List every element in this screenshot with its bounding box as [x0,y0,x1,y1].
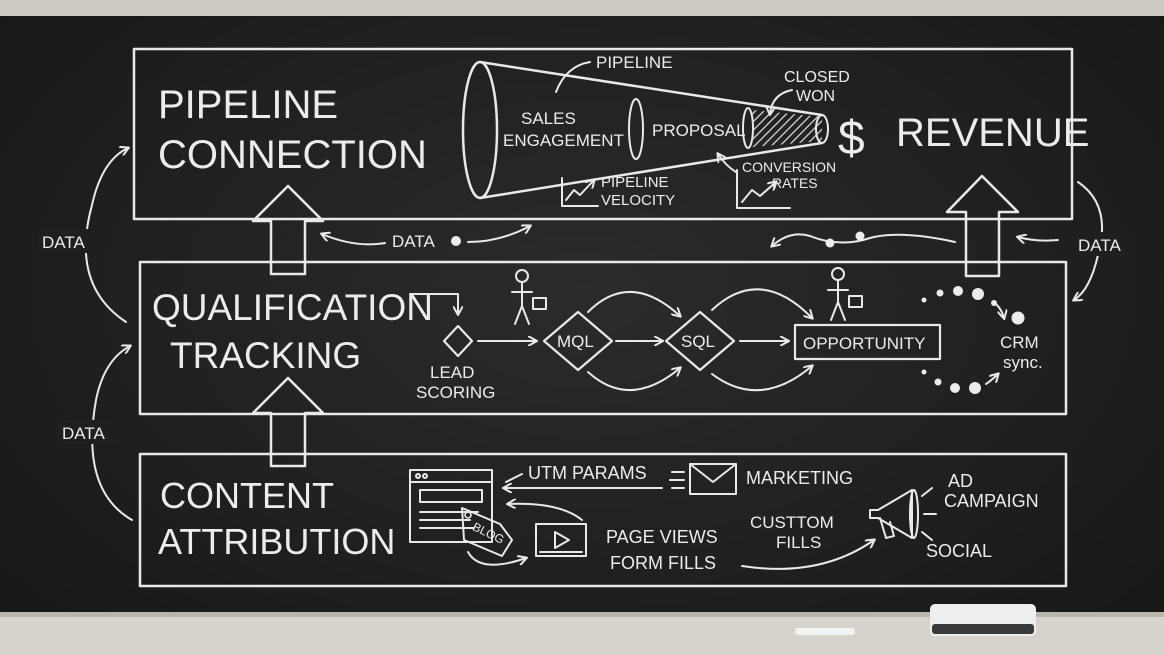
data-loop-left-top [84,148,128,323]
pipeline-velocity-line2: VELOCITY [601,192,675,209]
blog-to-video-arrow [467,551,526,566]
salesperson-icon-left [511,269,547,325]
mql-label: MQL [557,332,594,351]
qualification-title-line2: TRACKING [170,335,361,376]
utm-params-label: UTM PARAMS [528,463,647,483]
conversion-rates-line1: CONVERSION [742,159,836,175]
conversion-pointer [718,154,737,173]
data-loop-left-bottom [91,346,133,521]
ad-campaign-line2: CAMPAIGN [944,491,1039,511]
data-label-bg-left-top [38,229,98,253]
content-title-line1: CONTENT [160,475,334,516]
opportunity-label: OPPORTUNITY [803,334,925,353]
pipeline-section-box [132,47,1074,221]
dollar-icon: $ [838,112,865,165]
mql-diamond [542,310,614,372]
qualification-title-line1: QUALIFICATION [152,287,433,328]
revenue-label: REVENUE [896,111,1089,155]
lead-scoring-diamond [442,324,474,358]
webpage-icon [409,469,493,543]
custom-fills-line2: FILLS [776,533,821,552]
opportunity-box [793,323,942,361]
stage-sales-engagement-line1: SALES [521,109,576,128]
form-fills-label: FORM FILLS [610,553,716,573]
envelope-icon [689,463,737,495]
wave-dot-1 [825,238,835,248]
sql-diamond [664,310,736,372]
data-label-left-bottom: DATA [62,424,105,443]
pipeline-velocity-chart-icon [561,177,599,207]
page-views-label: PAGE VIEWS [606,527,718,547]
pipeline-title-line1: PIPELINE [158,83,338,127]
stage-sales-engagement-line2: ENGAGEMENT [503,131,624,150]
chalk-tray-edge [0,612,1164,617]
data-dot [451,236,461,246]
lead-scoring-line2: SCORING [416,383,495,402]
up-arrow-content-to-qualification [251,376,325,468]
data-flow-arrow-right [467,226,530,243]
video-icon [535,523,587,557]
sql-opp-arc-top [711,288,812,318]
data-right-inflow-arrow [1018,237,1059,241]
mql-sql-arc-bottom [587,368,680,392]
stage-proposal: PROPOSAL [652,121,746,140]
utm-arrow-stub [505,473,523,483]
crm-sync-cycle-icon [921,286,1025,394]
page-views-arrow [508,504,583,521]
pipeline-label: PIPELINE [596,53,673,72]
crm-sync-line1: CRM [1000,333,1039,352]
mql-sql-arc-top [587,291,680,316]
conversion-rates-line2: RATES [772,175,818,191]
lead-scoring-line1: LEAD [430,363,474,382]
social-label: SOCIAL [926,541,992,561]
sql-label: SQL [681,332,715,351]
data-label-bg-right [1074,232,1138,256]
custom-fills-line1: CUSTTOM [750,513,834,532]
pipeline-title-line2: CONNECTION [158,133,427,177]
blog-tag-icon: BLOG [461,507,513,557]
chalk-stick [795,628,855,635]
closed-won-line1: CLOSED [784,69,850,86]
data-label-left-top: DATA [42,233,85,252]
crm-sync-line2: sync. [1003,353,1043,372]
conversion-rates-chart-icon [736,169,791,209]
pipeline-velocity-line1: PIPELINE [601,174,669,191]
eraser-felt [932,624,1034,634]
sales-funnel [461,60,829,200]
content-section-box [138,452,1068,588]
megaphone-icon [869,487,937,541]
data-label-bg-left-bottom [58,420,120,444]
revenue-data-wave-arrow [772,233,956,246]
board-frame-top [0,0,1164,16]
pipeline-label-pointer [555,61,591,93]
closed-won-line2: WON [796,88,835,105]
title-to-lead-arrow [409,293,458,314]
custom-to-megaphone-arrow [741,540,874,570]
marketing-label: MARKETING [746,468,853,488]
wave-dot-2 [855,231,865,241]
data-label-right: DATA [1078,236,1121,255]
qualification-section-box [138,260,1068,416]
data-label-middle: DATA [392,232,435,251]
content-title-line2: ATTRIBUTION [158,521,395,562]
up-arrow-qualification-to-pipeline [251,184,325,276]
data-flow-arrow-left [322,234,386,246]
up-arrow-to-revenue [945,174,1020,278]
sql-opp-arc-bottom [711,366,812,392]
salesperson-icon-right [827,267,863,321]
speed-lines-icon [669,471,685,489]
closed-won-pointer [770,89,793,114]
ad-campaign-line1: AD [948,471,973,491]
